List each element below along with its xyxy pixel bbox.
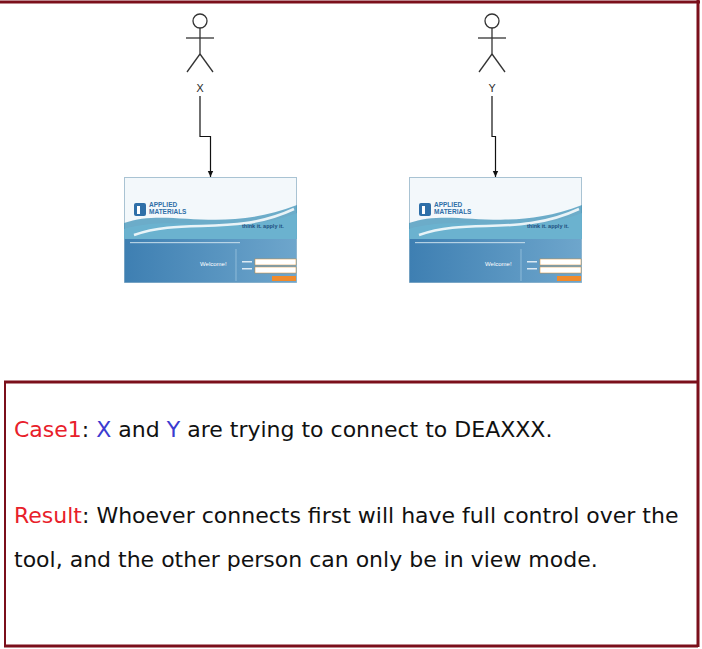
actor-label: X <box>180 82 220 96</box>
input-field <box>255 259 296 265</box>
field-caption <box>527 268 537 270</box>
stick-figure <box>180 10 220 80</box>
field-caption <box>242 261 252 263</box>
login-button <box>272 276 296 281</box>
login-screenshot <box>124 177 297 283</box>
note-text: : <box>82 417 89 442</box>
login-screen: APPLIED MATERIALS think it. apply it. Welc… <box>409 177 582 283</box>
figure-head <box>193 14 207 28</box>
divider-line <box>4 381 698 384</box>
note-text: : <box>82 503 89 528</box>
screen-divider <box>236 249 237 281</box>
actor-figure: Y <box>472 10 512 96</box>
figure-leg <box>479 54 492 72</box>
figure-arms <box>186 37 214 38</box>
frame-line <box>697 0 700 647</box>
field-caption <box>242 268 252 270</box>
note-text: and <box>118 417 159 442</box>
welcome-text: Welcome! <box>485 261 519 267</box>
screen-divider <box>521 249 522 281</box>
note-text: Result <box>14 503 82 528</box>
note-paragraph: Result: Whoever connects first will have… <box>14 494 692 582</box>
logo-text: APPLIED MATERIALS <box>149 202 195 216</box>
screen-background <box>410 178 582 283</box>
stick-figure <box>472 10 512 80</box>
logo-icon <box>137 206 140 214</box>
screen-band <box>410 239 582 283</box>
figure-leg <box>200 54 213 72</box>
frame-line <box>4 645 698 648</box>
actor-label: Y <box>472 82 512 96</box>
note-text: Case1 <box>14 417 82 442</box>
input-field <box>540 259 581 265</box>
note-text: are trying to connect to DEAXXX. <box>187 417 552 442</box>
note-text: X <box>96 417 111 442</box>
input-field <box>255 267 296 273</box>
screen-background <box>125 178 297 283</box>
figure-leg <box>492 54 505 72</box>
screen-band <box>125 239 297 283</box>
frame-line <box>4 382 6 647</box>
flow-arrow <box>492 96 496 177</box>
input-field <box>540 267 581 273</box>
figure-head <box>485 14 499 28</box>
note-text: Whoever connects first will have full co… <box>14 503 678 572</box>
note-paragraph: Case1: X and Y are trying to connect to … <box>14 408 692 452</box>
figure-body <box>491 28 492 54</box>
login-screenshot <box>409 177 582 283</box>
slogan-text: think it. apply it. <box>242 224 294 230</box>
figure-leg <box>187 54 200 72</box>
fine-print <box>130 242 240 243</box>
logo-text: APPLIED MATERIALS <box>434 202 480 216</box>
actor-figure: X <box>180 10 220 96</box>
logo-icon <box>134 203 146 216</box>
logo-icon <box>419 203 431 216</box>
logo-icon <box>422 206 425 214</box>
login-screen: APPLIED MATERIALS think it. apply it. Welc… <box>124 177 297 283</box>
welcome-text: Welcome! <box>200 261 234 267</box>
figure-arms <box>478 37 506 38</box>
slogan-text: think it. apply it. <box>527 224 579 230</box>
figure-body <box>199 28 200 54</box>
frame-line <box>0 1 700 4</box>
login-button <box>557 276 581 281</box>
fine-print <box>415 242 525 243</box>
field-caption <box>527 261 537 263</box>
flow-arrow <box>200 96 211 177</box>
note-text: Y <box>167 417 180 442</box>
